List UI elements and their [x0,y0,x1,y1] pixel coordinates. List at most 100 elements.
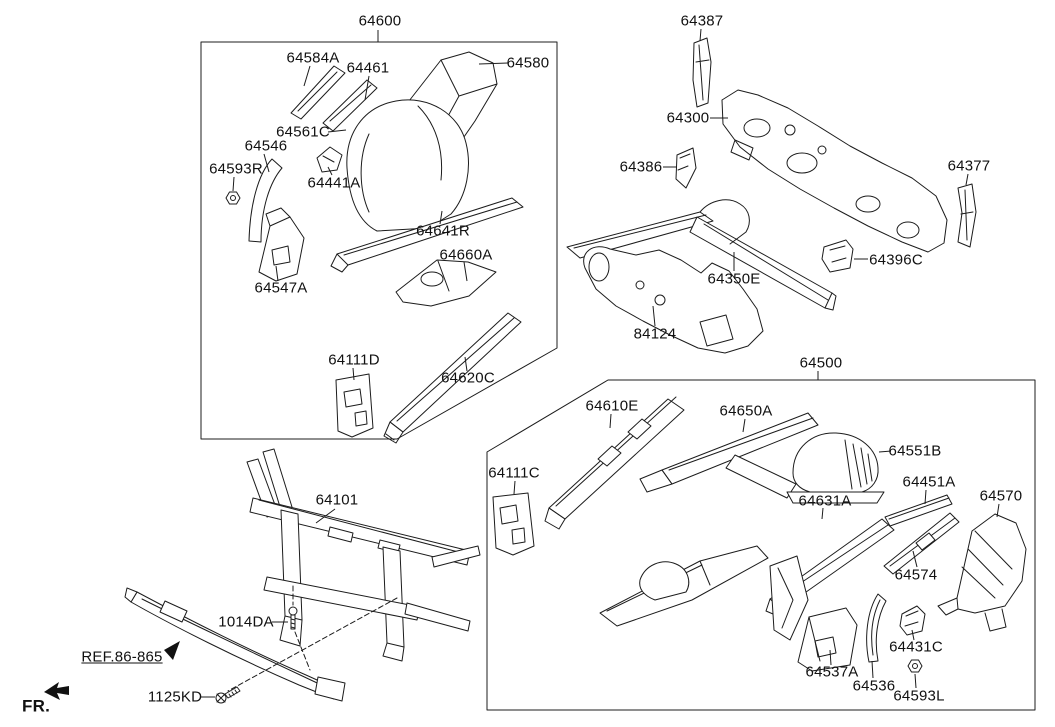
leader-line-64387 [699,28,702,42]
part-sketch-64574 [883,512,960,575]
part-sketch-lower-tie-bar [124,587,346,702]
part-sketch-shock-tower-assembly [599,545,809,641]
part-label-64377: 64377 [947,157,991,175]
part-label-64546: 64546 [244,137,288,155]
bolt-1014da-icon [288,606,298,630]
leader-line-64101 [315,508,336,524]
leader-line-64546 [263,153,270,173]
part-label-64101: 64101 [315,491,359,509]
part-label-1125kd: 1125KD [147,688,203,706]
part-sketch-64461 [322,79,378,132]
part-sketch-64300 [721,89,948,253]
part-label-64350e: 64350E [707,270,761,288]
part-sketch-64537a [797,607,858,672]
bolt-1125kd-icon [215,686,241,704]
part-sketch-64451a [884,494,953,527]
leader-line-64650a [742,418,746,433]
part-label-1014da: 1014DA [218,613,274,631]
leader-line-64610e [609,413,612,429]
part-sketch-64431c [899,605,926,636]
part-sketch-64593r [225,191,241,205]
part-label-64574: 64574 [894,566,938,584]
leader-line-64620c [464,356,468,372]
part-label-64650a: 64650A [719,402,773,420]
ref-arrow-icon [164,641,180,660]
part-label-64580: 64580 [506,54,550,72]
part-label-64451a: 64451A [902,473,956,491]
part-sketch-64441a [316,146,343,173]
part-label-64461: 64461 [346,59,390,77]
part-label-64561c: 64561C [276,123,330,141]
part-sketch-64561c [346,99,469,232]
leader-line-64660a [463,261,468,282]
part-sketch-64593l [907,659,923,673]
leader-line-64584a [303,65,311,87]
part-label-64620c: 64620C [441,369,495,387]
part-sketch-84124 [583,246,764,354]
leader-line-84124 [652,305,656,327]
part-label-64584a: 64584A [286,49,340,67]
leader-line-64536 [871,660,874,679]
part-sketch-64584a [290,65,346,120]
leader-line-64574 [912,550,918,568]
part-sketch-64536 [866,593,887,663]
part-sketch-64650a [639,412,819,499]
part-label-64610e: 64610E [585,397,639,415]
part-label-64551b: 64551B [888,442,942,460]
leader-line-64537a [829,649,832,666]
part-label-64631a: 64631A [798,492,852,510]
part-label-64593r: 64593R [209,160,263,178]
leader-line-64580 [478,62,509,65]
part-label-64396c: 64396C [869,251,923,269]
part-label-64660a: 64660A [439,246,493,264]
part-sketch-64546 [248,158,283,243]
fr-direction-arrow-icon [44,682,69,700]
part-sketch-64396c [821,239,854,273]
leader-line-64570 [996,503,1000,518]
part-sketch-64101-radiator-support [246,448,481,662]
part-label-64111d: 64111D [328,351,380,369]
leader-line-64593l [914,673,917,689]
part-label-ref-86-865[interactable]: REF.86-865 [81,648,163,666]
part-label-64431c: 64431C [889,638,943,656]
leader-line-64111c [513,480,516,495]
leader-line-64461 [364,75,370,101]
leader-line-64377 [965,173,969,186]
leader-line-64547a [275,265,279,282]
part-label-64593l: 64593L [893,687,945,705]
part-label-64441a: 64441A [307,174,361,192]
part-label-64600: 64600 [358,12,402,30]
leader-line-64551b [878,450,892,453]
part-sketch-64111d [335,373,374,438]
part-sketch-64386 [675,147,697,189]
leader-line-64441a [327,166,333,176]
part-sketch-64620c [383,312,522,444]
part-sketch-64570 [937,513,1027,632]
part-label-64536: 64536 [852,677,896,695]
part-label-64537a: 64537A [805,663,859,681]
leader-line-64641r [439,210,443,225]
part-sketch-64660a [395,259,497,307]
leader-line-64561c [327,129,347,133]
part-sketch-64547a [258,207,305,282]
part-sketch-64551b [786,432,885,504]
part-sketch-64377 [957,183,977,248]
leader-line-64111d [352,367,355,381]
part-label-64641r: 64641R [416,222,470,240]
assembly-box-64600 [200,41,558,440]
part-sketch-64111c [492,492,535,556]
part-sketch-64641r [330,197,524,273]
part-label-64500: 64500 [799,354,843,372]
part-label-64570: 64570 [979,487,1023,505]
part-label-84124: 84124 [633,325,677,343]
leader-line-64593r [232,176,235,192]
assembly-box-64500 [486,379,1036,711]
part-label-64386: 64386 [619,158,663,176]
leader-line-64451a [924,489,927,505]
part-label-fr-: FR. [22,696,50,716]
part-label-64300: 64300 [666,109,710,127]
leader-line-64631a [821,507,824,520]
part-label-64547a: 64547A [254,279,308,297]
